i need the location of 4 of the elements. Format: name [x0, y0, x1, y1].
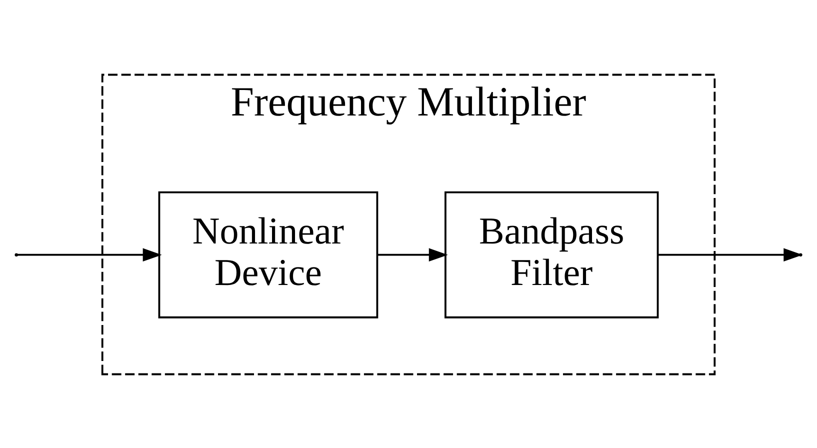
arrow — [17, 248, 162, 261]
node-box: Bandpass Filter — [444, 190, 659, 318]
node-box: Nonlinear Device — [158, 190, 378, 318]
arrow — [377, 248, 448, 261]
